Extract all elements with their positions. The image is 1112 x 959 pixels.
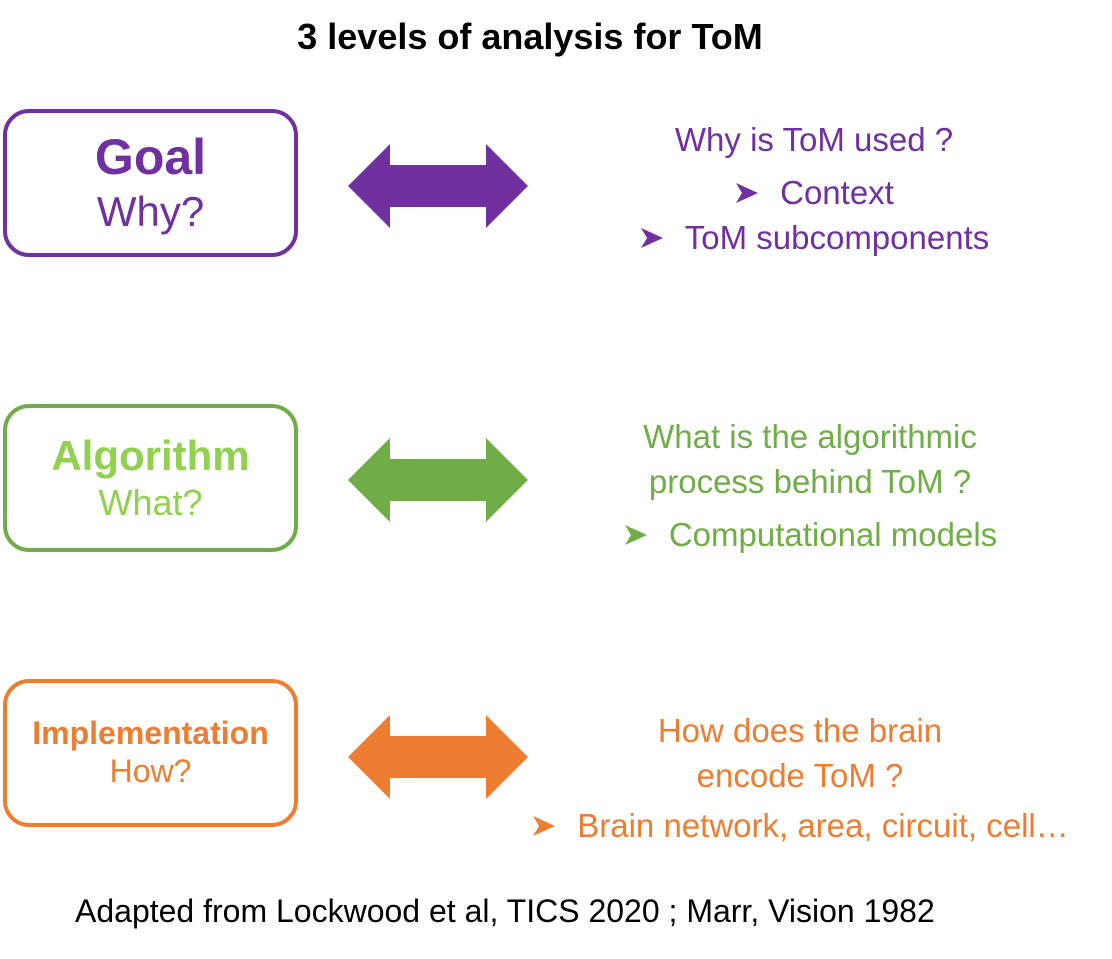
- algorithm-description-line: What is the algorithmic: [643, 418, 977, 455]
- diagram-title: 3 levels of analysis for ToM: [297, 16, 763, 57]
- algorithm-description-line: process behind ToM ?: [648, 463, 972, 500]
- algorithm-question: What?: [98, 481, 203, 523]
- double-headed-arrow-icon: [348, 144, 528, 228]
- algorithm-description: What is the algorithmic process behind T…: [590, 414, 1030, 557]
- arrow-bullet-icon: [624, 524, 647, 545]
- goal-question: Why?: [96, 187, 205, 235]
- goal-bullet-item: ToM subcomponents: [604, 215, 1024, 260]
- implementation-label: Implementation: [32, 715, 269, 752]
- implementation-description: How does the brain encode ToM ? Brain ne…: [520, 708, 1080, 848]
- implementation-bullet-item: Brain network, area, circuit, cell…: [520, 803, 1080, 848]
- arrow-bullet-icon: [640, 227, 663, 248]
- arrow-bullet-icon: [533, 815, 556, 836]
- algorithm-box: Algorithm What?: [3, 404, 298, 552]
- implementation-box: Implementation How?: [3, 679, 298, 827]
- algorithm-bullet-text: Computational models: [668, 516, 998, 553]
- goal-bullet-text: ToM subcomponents: [684, 219, 990, 256]
- goal-bullet-item: Context: [604, 170, 1024, 215]
- goal-bullet-text: Context: [780, 174, 894, 211]
- implementation-bullet-text: Brain network, area, circuit, cell…: [577, 807, 1069, 844]
- goal-box: Goal Why?: [3, 109, 298, 257]
- double-headed-arrow-icon: [348, 438, 528, 522]
- goal-description: Why is ToM used ? Context ToM subcompone…: [604, 117, 1024, 260]
- implementation-question: How?: [109, 753, 192, 790]
- goal-description-line: Why is ToM used ?: [674, 121, 954, 158]
- goal-label: Goal: [94, 129, 207, 186]
- algorithm-label: Algorithm: [51, 432, 250, 480]
- implementation-description-line: encode ToM ?: [696, 757, 904, 794]
- source-citation: Adapted from Lockwood et al, TICS 2020 ;…: [75, 893, 935, 929]
- double-headed-arrow-icon: [348, 715, 528, 799]
- implementation-description-line: How does the brain: [657, 712, 943, 749]
- arrow-bullet-icon: [736, 182, 759, 203]
- algorithm-bullet-item: Computational models: [590, 512, 1030, 557]
